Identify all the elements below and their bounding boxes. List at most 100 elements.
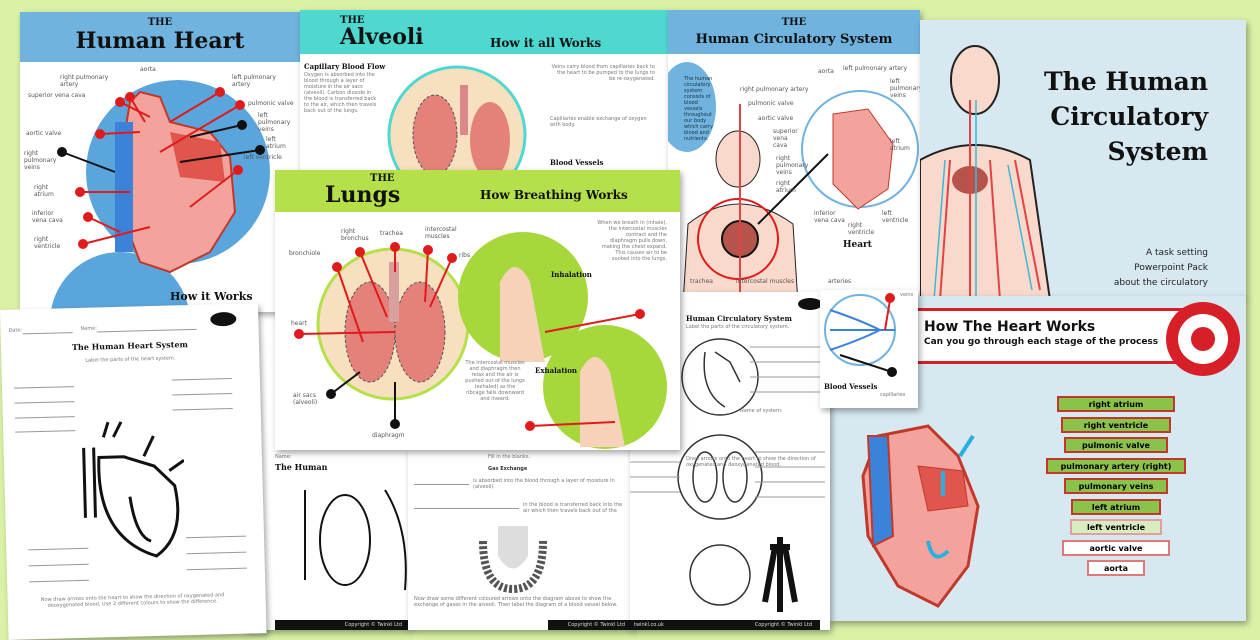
label: left pulmonary artery [232, 74, 276, 88]
label: heart [291, 320, 307, 327]
name-field[interactable] [96, 328, 197, 333]
name-field-label: Name: [80, 325, 98, 332]
label: right pulmonary veins [24, 150, 57, 171]
poster-title: Human Circulatory System [695, 32, 893, 47]
heart-steps-list: right atrium right ventricle pulmonic valv… [1046, 396, 1186, 596]
heart-poster-header: THE Human Heart [20, 12, 300, 62]
body-text: Oxygen is absorbed into the blood throug… [304, 72, 377, 114]
worksheet-title: Human Circulatory System [686, 314, 792, 323]
worksheet-footer: twinkl.co.uk Copyright © Twinkl Ltd [630, 620, 820, 630]
section-heading: Capillary Blood Flow [304, 62, 386, 71]
label: intercostal muscles [736, 278, 795, 285]
poster-title: Alveoli [340, 24, 424, 50]
exhalation-label: Exhalation [535, 366, 577, 375]
worksheet-text: in the blood is transferred back into th… [523, 502, 623, 514]
name-field-label: Name: [275, 454, 292, 460]
worksheet-title: Gas Exchange [488, 466, 528, 472]
lungs-header: THE Lungs How Breathing Works [275, 170, 680, 212]
heart-diagram [50, 80, 270, 312]
subtitle-line: about the circulatory [1113, 278, 1208, 288]
title-line: The Human [1043, 67, 1208, 96]
label: right pulmonary veins [776, 155, 809, 176]
poster-subtitle: How it all Works [490, 36, 602, 50]
lungs-diagram [294, 232, 667, 449]
title-line: System [1107, 137, 1208, 166]
label: aortic valve [26, 130, 62, 137]
label: trachea [380, 230, 403, 237]
step-pulmonic-valve[interactable]: pulmonic valve [1064, 437, 1168, 453]
inhale-text: When we breath in (inhale), the intercos… [597, 220, 667, 262]
label: left atrium [890, 138, 910, 152]
label: left pulmonary veins [890, 78, 920, 99]
label: left ventricle [882, 210, 909, 224]
label: aorta [140, 66, 156, 73]
alveoli-header: THE Alveoli How it all Works [300, 10, 670, 54]
label: right pulmonary artery [60, 74, 109, 88]
circulatory-body-figure [920, 45, 1051, 298]
copyright: Copyright © Twinkl Ltd [548, 620, 633, 630]
label: right atrium [34, 184, 54, 198]
label: arteries [828, 278, 852, 285]
diagram-label: Blood Vessels [550, 158, 604, 167]
slide-subtitle: Can you go through each stage of the pro… [924, 337, 1159, 347]
alveolus-drawing [479, 526, 547, 594]
name-of-system-label: Name of system: [740, 408, 783, 414]
worksheet-title: The Human [275, 462, 328, 472]
step-pulmonary-veins[interactable]: pulmonary veins [1064, 478, 1168, 494]
step-pulmonary-artery-right[interactable]: pulmonary artery (right) [1046, 457, 1186, 474]
heart-worksheet: Date: Name: The Human Heart System Label… [0, 303, 267, 640]
poster-title: Human Heart [75, 28, 245, 54]
section-heading: How it Works [170, 290, 253, 303]
step-aortic-valve[interactable]: aortic valve [1062, 539, 1170, 556]
twinkl-logo [798, 298, 822, 310]
slide-title-banner: How The Heart Works Can you go through e… [888, 308, 1188, 364]
label: left pulmonary artery [843, 65, 908, 72]
step-right-atrium[interactable]: right atrium [1057, 396, 1175, 412]
label: intercostal muscles [425, 226, 457, 240]
heart-outline-drawing [82, 421, 185, 558]
label: bronchiole [289, 250, 321, 257]
subtitle-line: Powerpoint Pack [1134, 263, 1208, 273]
step-left-ventricle[interactable]: left ventricle [1070, 519, 1162, 535]
slide-subtitle: A task setting Powerpoint Pack about the… [1114, 246, 1208, 291]
label: right ventricle [848, 222, 875, 236]
alveoli-diagram [387, 65, 527, 180]
lungs-poster: THE Lungs How Breathing Works right bron… [275, 170, 680, 450]
intro-bubble [668, 62, 716, 152]
label: right bronchus [341, 228, 369, 242]
label: superior vena cava [28, 92, 86, 99]
label: ribs [459, 252, 471, 259]
label: pulmonic valve [748, 100, 794, 107]
slide-title: The Human Circulatory System [1044, 64, 1208, 169]
circulatory-poster: THE Human Circulatory System The human c… [668, 10, 920, 302]
worksheet-footer-text: Now draw some different coloured arrows … [414, 596, 618, 608]
blood-vessel-card: veins Blood Vessels capillaries [820, 290, 918, 408]
label: aortic valve [758, 115, 794, 122]
step-left-atrium[interactable]: left atrium [1071, 498, 1161, 515]
date-field[interactable] [22, 332, 73, 335]
body-text: Veins carry blood from capillaries back … [551, 64, 655, 82]
gas-exchange-worksheet: Fill in the blanks. Gas Exchange is abso… [408, 450, 633, 630]
label: pulmonic valve [248, 100, 294, 107]
step-aorta[interactable]: aorta [1087, 560, 1145, 576]
step-right-ventricle[interactable]: right ventricle [1061, 416, 1171, 433]
heart-illustration [861, 424, 980, 608]
the-label: THE [370, 173, 395, 184]
the-label: THE [147, 17, 173, 28]
label: inferior vena cava [814, 210, 845, 224]
worksheet-instruction: Fill in the blanks. [488, 454, 531, 460]
body-text: Capillaries enable exchange of oxygen wi… [550, 116, 647, 128]
label: diaphragm [372, 432, 405, 439]
copyright: Copyright © Twinkl Ltd [754, 622, 812, 628]
inhalation-label: Inhalation [551, 270, 592, 279]
alveoli-poster: THE Alveoli How it all Works Capillary B… [300, 10, 670, 180]
label: inferior vena cava [32, 210, 63, 224]
label: right ventricle [34, 236, 61, 250]
worksheet-footer-text: Now draw arrows onto the heart to show t… [40, 592, 225, 609]
label: superior vena cava [773, 128, 798, 149]
title-line: Circulatory [1050, 102, 1208, 131]
label: aorta [818, 68, 834, 75]
worksheet-text: is absorbed into the blood through a lay… [473, 478, 615, 490]
label: capillaries [880, 392, 906, 398]
title-slide: The Human Circulatory System A task sett… [920, 20, 1246, 298]
